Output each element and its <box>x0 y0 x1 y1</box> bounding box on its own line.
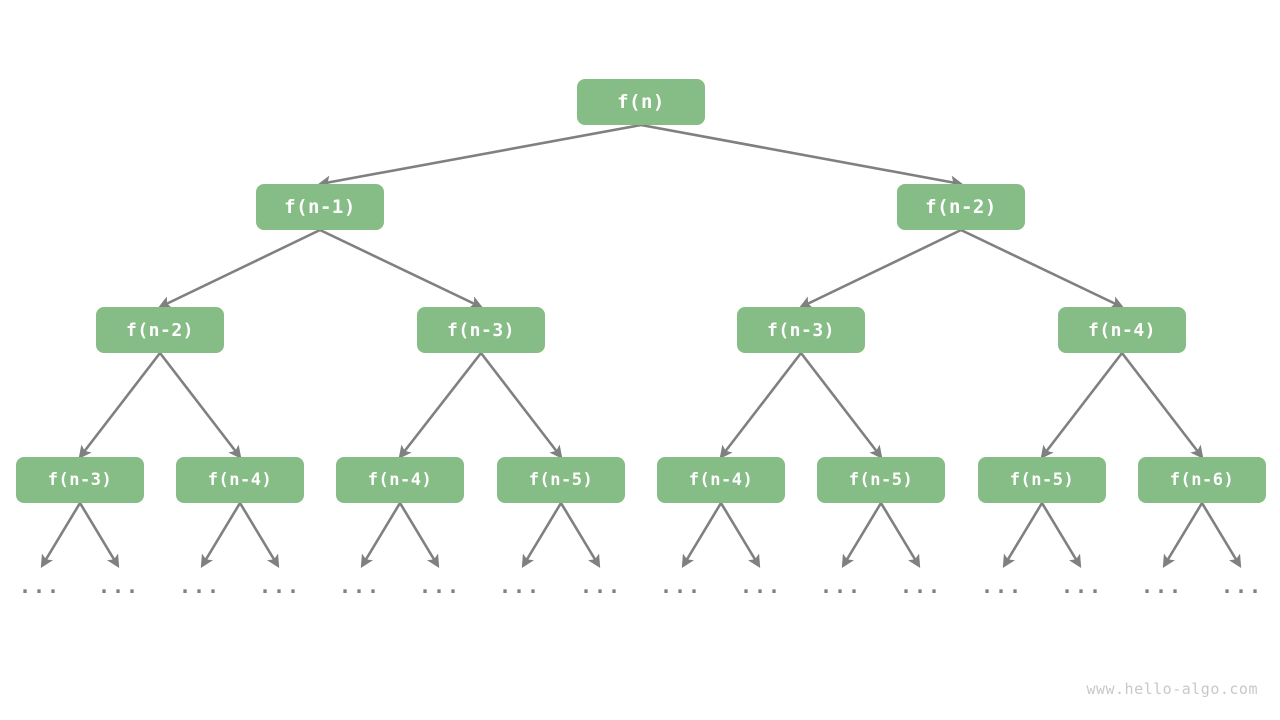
tree-leaf-ellipsis-11: ... <box>899 574 943 598</box>
tree-node-level-4-0[interactable]: f(n-3) <box>16 457 144 503</box>
tree-edge <box>157 228 321 309</box>
tree-node-level-4-7[interactable]: f(n-6) <box>1138 457 1266 503</box>
tree-edge <box>360 502 402 569</box>
tree-edge <box>40 502 82 569</box>
tree-edge <box>1200 502 1242 569</box>
tree-leaf-ellipsis-10: ... <box>819 574 863 598</box>
tree-edge <box>799 352 883 459</box>
tree-edge <box>238 502 280 569</box>
tree-node-level-2-1[interactable]: f(n-2) <box>897 184 1025 230</box>
tree-edge <box>1002 502 1044 569</box>
tree-edge <box>960 228 1125 309</box>
tree-leaf-ellipsis-9: ... <box>739 574 783 598</box>
tree-leaf-ellipsis-5: ... <box>418 574 462 598</box>
tree-node-level-4-1[interactable]: f(n-4) <box>176 457 304 503</box>
tree-leaf-ellipsis-6: ... <box>498 574 542 598</box>
tree-edge <box>719 502 761 569</box>
tree-node-level-3-3[interactable]: f(n-4) <box>1058 307 1186 353</box>
tree-node-level-4-2[interactable]: f(n-4) <box>336 457 464 503</box>
tree-edge <box>1040 352 1124 459</box>
tree-edge <box>841 502 883 569</box>
tree-edge <box>479 352 563 459</box>
tree-edge <box>879 502 921 569</box>
watermark: www.hello-algo.com <box>1086 680 1258 698</box>
tree-node-level-4-4[interactable]: f(n-4) <box>657 457 785 503</box>
tree-node-level-2-0[interactable]: f(n-1) <box>256 184 384 230</box>
tree-leaf-ellipsis-14: ... <box>1140 574 1184 598</box>
tree-node-level-4-3[interactable]: f(n-5) <box>497 457 625 503</box>
tree-edge <box>559 502 601 569</box>
tree-edge <box>1120 352 1204 459</box>
tree-edge <box>521 502 563 569</box>
tree-node-level-4-6[interactable]: f(n-5) <box>978 457 1106 503</box>
tree-leaf-ellipsis-1: ... <box>97 574 141 598</box>
tree-leaf-ellipsis-4: ... <box>338 574 382 598</box>
tree-leaf-ellipsis-12: ... <box>980 574 1024 598</box>
tree-edge <box>200 502 242 569</box>
tree-node-level-3-0[interactable]: f(n-2) <box>96 307 224 353</box>
tree-node-level-1-0[interactable]: f(n) <box>577 79 705 125</box>
tree-leaf-ellipsis-3: ... <box>258 574 302 598</box>
tree-edge <box>640 123 964 189</box>
tree-edge <box>78 502 120 569</box>
tree-leaf-ellipsis-0: ... <box>18 574 62 598</box>
tree-edge <box>317 123 642 189</box>
tree-leaf-ellipsis-7: ... <box>579 574 623 598</box>
tree-edge <box>398 352 483 459</box>
tree-edge <box>398 502 440 569</box>
tree-edge <box>158 352 242 459</box>
tree-edge <box>1162 502 1204 569</box>
tree-edge <box>319 228 484 309</box>
tree-node-level-4-5[interactable]: f(n-5) <box>817 457 945 503</box>
tree-leaf-ellipsis-13: ... <box>1060 574 1104 598</box>
tree-edge <box>798 228 962 309</box>
tree-leaf-ellipsis-2: ... <box>178 574 222 598</box>
tree-edge <box>1040 502 1082 569</box>
tree-edge <box>681 502 723 569</box>
tree-node-level-3-2[interactable]: f(n-3) <box>737 307 865 353</box>
tree-edge <box>719 352 803 459</box>
tree-edge <box>78 352 162 459</box>
tree-node-level-3-1[interactable]: f(n-3) <box>417 307 545 353</box>
tree-leaf-ellipsis-15: ... <box>1220 574 1264 598</box>
tree-leaf-ellipsis-8: ... <box>659 574 703 598</box>
